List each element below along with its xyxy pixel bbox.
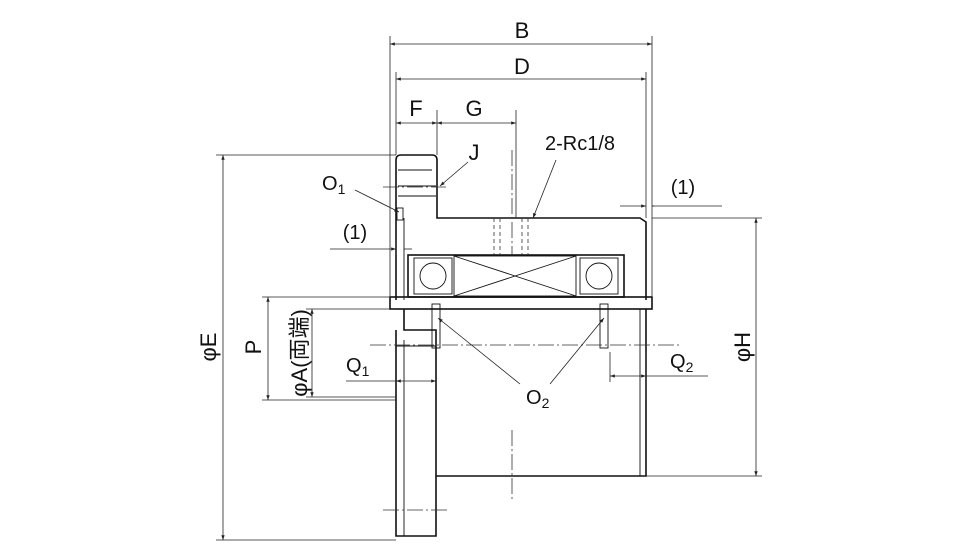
bearing xyxy=(407,254,625,298)
label-phiH: φH xyxy=(730,332,755,362)
label-one-right: (1) xyxy=(671,177,695,199)
label-B: B xyxy=(515,18,530,43)
label-F: F xyxy=(409,96,422,121)
dimension-lines xyxy=(221,42,758,540)
label-P: P xyxy=(241,340,266,355)
leader-lines xyxy=(354,159,605,385)
hidden-lines xyxy=(493,218,529,255)
inner-ring xyxy=(389,296,653,310)
label-rc18: 2-Rc1/8 xyxy=(545,133,615,155)
label-one-left: (1) xyxy=(343,222,367,244)
label-phiA: φA(両端) xyxy=(287,309,312,397)
label-J: J xyxy=(469,140,480,165)
housing-outline xyxy=(395,154,647,300)
label-o2: O2 xyxy=(526,387,550,411)
label-D: D xyxy=(514,54,530,79)
label-q1: Q1 xyxy=(346,355,370,379)
label-phiE: φE xyxy=(196,333,221,362)
label-G: G xyxy=(465,96,482,121)
center-lines xyxy=(370,150,680,511)
hub-body xyxy=(395,303,647,537)
label-o1: O1 xyxy=(322,173,346,197)
extension-lines xyxy=(216,36,762,541)
label-q2: Q2 xyxy=(670,351,694,375)
